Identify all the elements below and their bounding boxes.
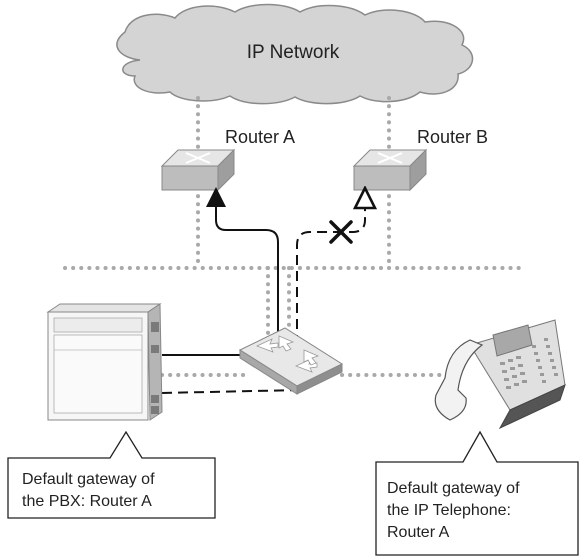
ip-telephone-icon <box>434 319 566 430</box>
router-icon <box>352 148 428 192</box>
switch-icon <box>238 327 344 395</box>
router-b-label: Router B <box>417 127 488 147</box>
phone-callout-line3: Router A <box>387 524 450 541</box>
phone-gateway-callout: Default gateway of the IP Telephone: Rou… <box>375 430 579 556</box>
pbx-callout-line1: Default gateway of <box>22 471 155 488</box>
lan-dotted-lines <box>63 96 524 377</box>
router-icon <box>160 148 236 192</box>
router-a-label: Router A <box>225 127 295 147</box>
phone-path-to-pbx <box>161 389 301 394</box>
pbx-callout-line2: the PBX: Router A <box>22 493 152 510</box>
router-a: Router A <box>160 127 295 192</box>
pbx-gateway-callout: Default gateway of the PBX: Router A <box>7 430 216 519</box>
pbx-path-to-router-a <box>162 197 279 356</box>
pbx-icon <box>46 303 163 421</box>
router-b: Router B <box>352 127 488 192</box>
blocked-path-to-router-b <box>296 198 365 345</box>
phone-callout-line1: Default gateway of <box>387 480 520 497</box>
ip-network-label: IP Network <box>247 42 340 63</box>
phone-callout-line2: the IP Telephone: <box>387 502 511 519</box>
x-mark-icon <box>329 220 353 244</box>
ip-network-cloud: IP Network <box>116 3 474 105</box>
